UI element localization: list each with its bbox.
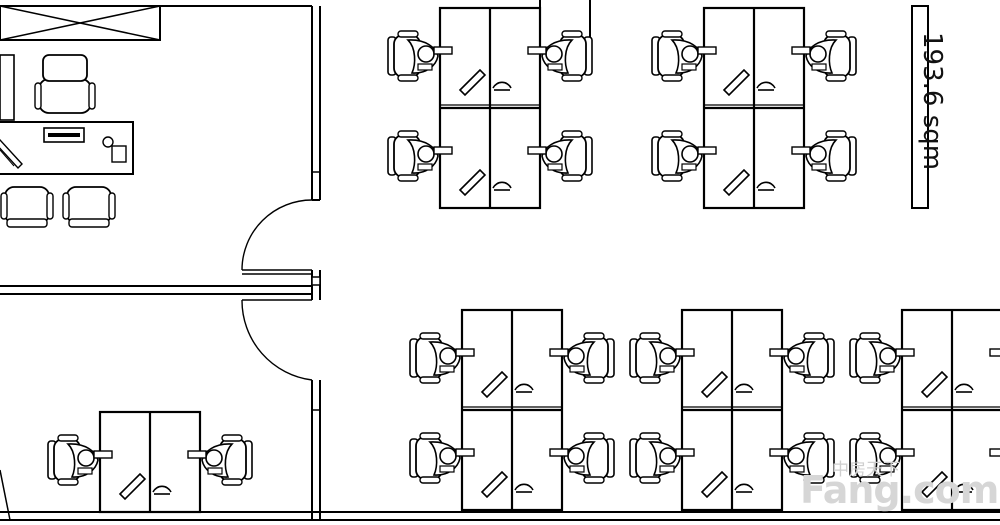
desk-cluster-icon: [388, 8, 592, 208]
door-swing-icon: [241, 199, 313, 275]
desk-cluster-icon: [652, 8, 856, 208]
door-swing-icon: [241, 299, 313, 381]
desk-cluster-icon: [48, 412, 252, 512]
office-chair-icon: [0, 186, 54, 228]
watermark-chinese: 中房天下: [832, 460, 900, 480]
office-chair-icon: [62, 186, 116, 228]
desk-cluster-icon: [410, 310, 614, 510]
watermark-logo: Fang.com: [800, 468, 999, 512]
manager-office: [0, 54, 134, 228]
area-label: 193.6 sqm: [917, 32, 947, 171]
